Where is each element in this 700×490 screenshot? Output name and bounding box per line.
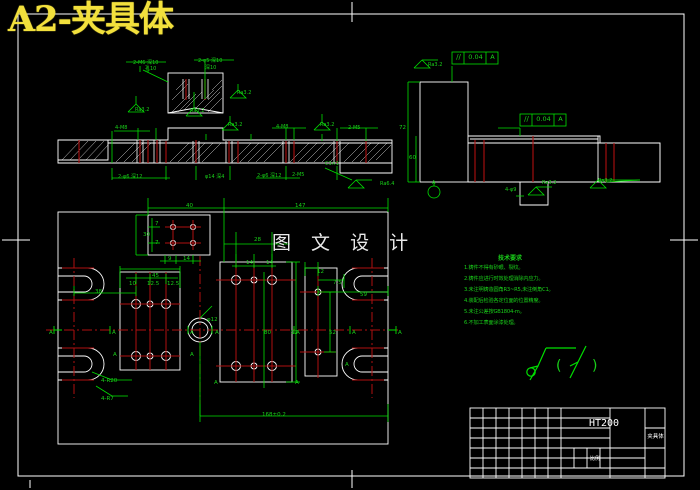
plan-dimension: 40 [186,203,193,209]
plan-dimension: A [214,380,218,386]
surface-finish-symbols [526,345,587,381]
section-arrows [53,326,397,334]
section-callout: 2-M5 [292,172,305,178]
side-callout: A [432,180,436,186]
plan-dimension: 7 [155,221,159,227]
plan-dimension: 14 [266,260,273,266]
section-callout: 4-M8 [276,124,289,130]
section-callout: C1×1 [325,161,340,167]
note-line: 3.未注明铸造圆角R3~R5,未注倒角C1。 [464,287,554,293]
plan-dimension: A [352,330,356,336]
side-callout: Ra3.2 [598,178,613,184]
section-callout: Ra3.2 [190,108,205,114]
section-callout: Ra6.4 [380,181,395,187]
tolerance-datum: A [490,53,495,61]
page-title: A2-夹具体 [8,0,174,40]
side-callout: 4-φ9 [505,187,517,193]
surface-finish-bracket-close: ) [592,358,598,374]
tolerance-symbol: // [524,115,529,123]
note-line: 1.铸件不得有砂眼、裂纹。 [464,265,524,271]
sheet-border [17,13,685,477]
plan-dimension: A [345,362,349,368]
plan-dimension: 38 [95,289,102,295]
tolerance-frame-1 [451,51,499,65]
plan-dimension: 7.5 [333,280,342,286]
section-callout: 2-φ5 深10 [198,58,223,64]
section-callout: 4-M8 [115,125,128,131]
surface-finish-bracket-open: ( [556,358,562,374]
section-callout: Ra3.2 [320,122,335,128]
plan-dimension: 7 [155,240,159,246]
plan-dimension: 12.5 [147,281,160,287]
section-callout: 孔10 [145,66,157,72]
plan-dimension: A [190,330,194,336]
side-dimension: 72 [399,125,406,131]
plan-dimension: 45 [152,273,159,279]
plan-dimension: A [398,330,402,336]
plan-dimension: 168±0.2 [262,412,286,418]
tolerance-datum: A [558,115,563,123]
plan-dimension: A [296,330,300,336]
plan-dimension: 147 [295,203,306,209]
side-view [407,51,661,206]
scale-cell: 比例 [590,456,601,462]
section-callout: 2-φ6 深12 [118,174,143,180]
plan-dimension: 14 [183,256,190,262]
section-callout: 深10 [205,65,217,71]
plan-dimension: A [215,330,219,336]
material-value: HT200 [588,418,620,429]
side-callout: Ra3.2 [428,62,443,68]
front-section-view [57,59,393,189]
note-line: 6.不加工表面涂漆处理。 [464,320,519,326]
plan-dimension: 12.5 [167,281,180,287]
plan-dimension: A [295,380,299,386]
title-block-grid [469,407,666,479]
plan-dimension: 10 [129,281,136,287]
note-line: 5.未注公差按GB1804-m。 [464,309,525,315]
part-name-cell: 夹具体 [647,434,664,440]
plan-dimension: 28 [254,237,261,243]
plan-dimension: 4-R20 [101,378,118,384]
note-line: 4.装配后检验各定位面的位置精度。 [464,298,544,304]
plan-dimension: 12 [317,269,324,275]
side-dimension: 60 [409,155,416,161]
plan-view [46,198,400,445]
notes-heading: 技术要求 [498,255,523,262]
plan-dimension: 80 [264,330,271,336]
plan-dimension: A [112,330,116,336]
plan-dimension: 4-R7 [101,396,114,402]
tolerance-frame-2 [519,113,567,127]
note-line: 2.铸件应进行时效处理消除内应力。 [464,276,544,282]
tolerance-value: 0.04 [536,115,551,123]
plan-dimension: 92 [291,330,298,336]
plan-dimension: 52 [329,330,336,336]
section-callout: Ra3.2 [237,90,252,96]
plan-dimension: 59 [360,292,367,298]
plan-dimension: A [190,352,194,358]
section-callout: 2-φ6 深12 [257,173,282,179]
plan-dimension: 14 [246,260,253,266]
section-callout: φ14 深4 [205,174,225,180]
tolerance-value: 0.04 [468,53,483,61]
section-callout: 2-M5 [348,125,361,131]
watermark: 图 文 设 计 [272,232,416,254]
plan-dimension: 30 [143,232,150,238]
section-callout: Ra3.2 [135,107,150,113]
plan-dimension: A [49,330,53,336]
side-callout: Ra3.2 [542,180,557,186]
plan-dimension: φ12 [207,317,218,323]
tolerance-symbol: // [456,53,461,61]
section-callout: 2-M6 深10 [133,60,159,66]
section-callout: Ra3.2 [228,122,243,128]
plan-dimension: 9 [168,256,172,262]
plan-dimension: A [113,352,117,358]
